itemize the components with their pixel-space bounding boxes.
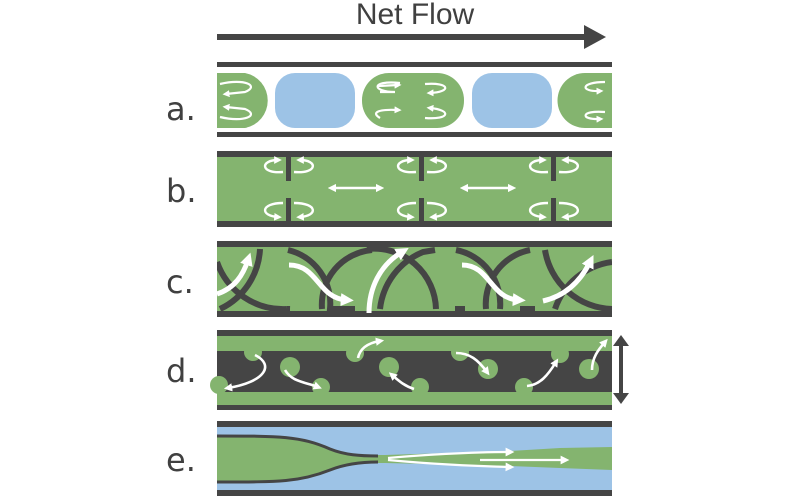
- row-label-e: e.: [166, 441, 196, 479]
- oscillation-double-arrow: [613, 335, 629, 404]
- channel-wall-bottom: [217, 132, 612, 137]
- green-slug: [362, 73, 464, 128]
- channel-wall-top: [217, 62, 612, 67]
- row-a-slug-flow: [217, 62, 612, 137]
- channel-wall-bottom: [217, 490, 612, 496]
- diagram-title: Net Flow: [355, 0, 475, 31]
- droplet-motion-arrows: [223, 337, 608, 392]
- nozzle-wall-top: [216, 434, 379, 458]
- channel-wall-bottom: [217, 221, 612, 227]
- channel-wall-top: [217, 421, 612, 427]
- blue-slug: [275, 73, 355, 128]
- blue-slug: [472, 73, 552, 128]
- net-flow-arrow: [217, 25, 606, 49]
- green-slug: [217, 73, 268, 128]
- flow-path-arrows: [216, 248, 594, 314]
- row-label-d: d.: [166, 352, 197, 390]
- baffles: [286, 155, 556, 224]
- focused-green-stream: [378, 447, 612, 470]
- channel-wall-top: [217, 151, 612, 157]
- row-d-oscillating-wall: [210, 330, 629, 410]
- row-label-a: a.: [166, 90, 196, 128]
- nozzle-wall-bottom: [216, 460, 379, 484]
- net-flow-arrow-shaft: [217, 34, 589, 40]
- green-layer-top: [217, 336, 612, 351]
- channel-wall-top: [217, 241, 612, 247]
- net-flow-arrow-head: [584, 25, 606, 49]
- recirculation-arrows: [219, 80, 606, 123]
- row-label-c: c.: [166, 263, 194, 301]
- curved-obstacles: [217, 247, 612, 311]
- row-c-curved-obstacles: [216, 241, 612, 317]
- row-e-flow-focusing: [216, 421, 612, 496]
- row-b-baffle-flow: [217, 151, 612, 227]
- channel-wall-bottom: [217, 311, 612, 317]
- vortex-arrows: [263, 156, 579, 221]
- stream-arrows: [387, 447, 570, 472]
- green-slug: [557, 73, 612, 128]
- channel-wall-top: [217, 330, 612, 336]
- row-label-b: b.: [166, 172, 197, 210]
- green-layer-bottom: [217, 392, 612, 405]
- green-core-inlet: [217, 436, 378, 482]
- channel-wall-bottom: [217, 405, 612, 410]
